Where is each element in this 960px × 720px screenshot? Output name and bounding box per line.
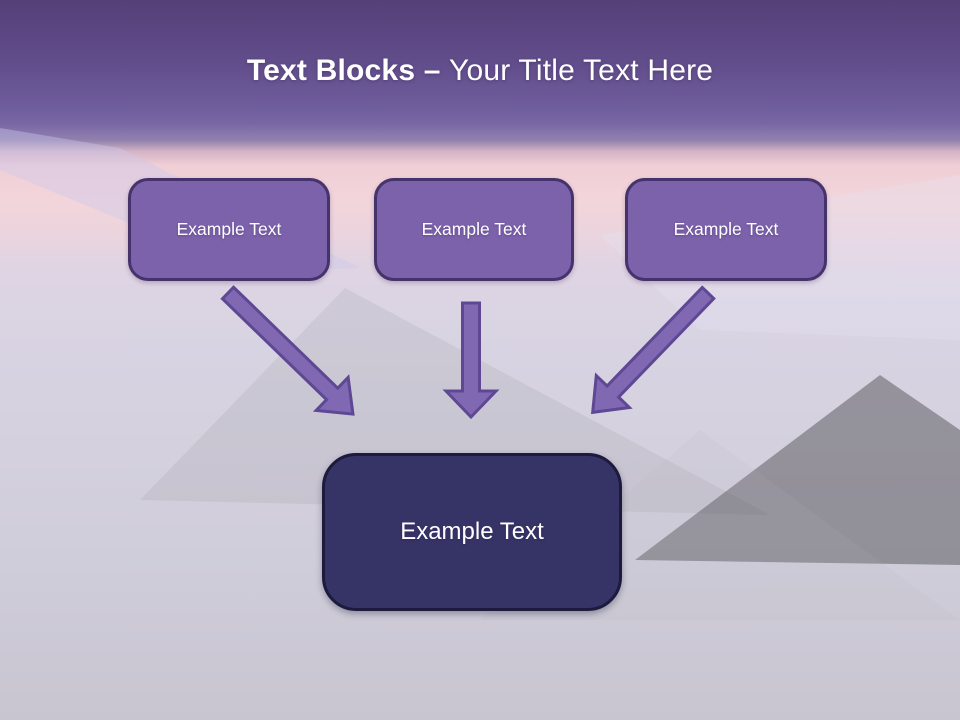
text-block-3: Example Text	[625, 178, 827, 281]
background-ridge-shape	[635, 375, 960, 565]
arrow-down-left-icon	[591, 285, 716, 415]
text-block-2: Example Text	[374, 178, 574, 281]
text-block-2-label: Example Text	[421, 219, 527, 239]
slide-title-regular: Your Title Text Here	[449, 54, 714, 87]
arrow-down-icon	[442, 301, 500, 420]
slide-title-bold: Text Blocks –	[246, 54, 441, 87]
arrow-down-right-icon	[220, 285, 355, 416]
text-block-1: Example Text	[128, 178, 330, 281]
text-block-result-label: Example Text	[400, 518, 544, 545]
text-block-result: Example Text	[322, 453, 622, 611]
text-block-1-label: Example Text	[176, 219, 282, 239]
slide-title: Text Blocks –Your Title Text Here	[0, 54, 960, 88]
text-block-3-label: Example Text	[673, 219, 779, 239]
